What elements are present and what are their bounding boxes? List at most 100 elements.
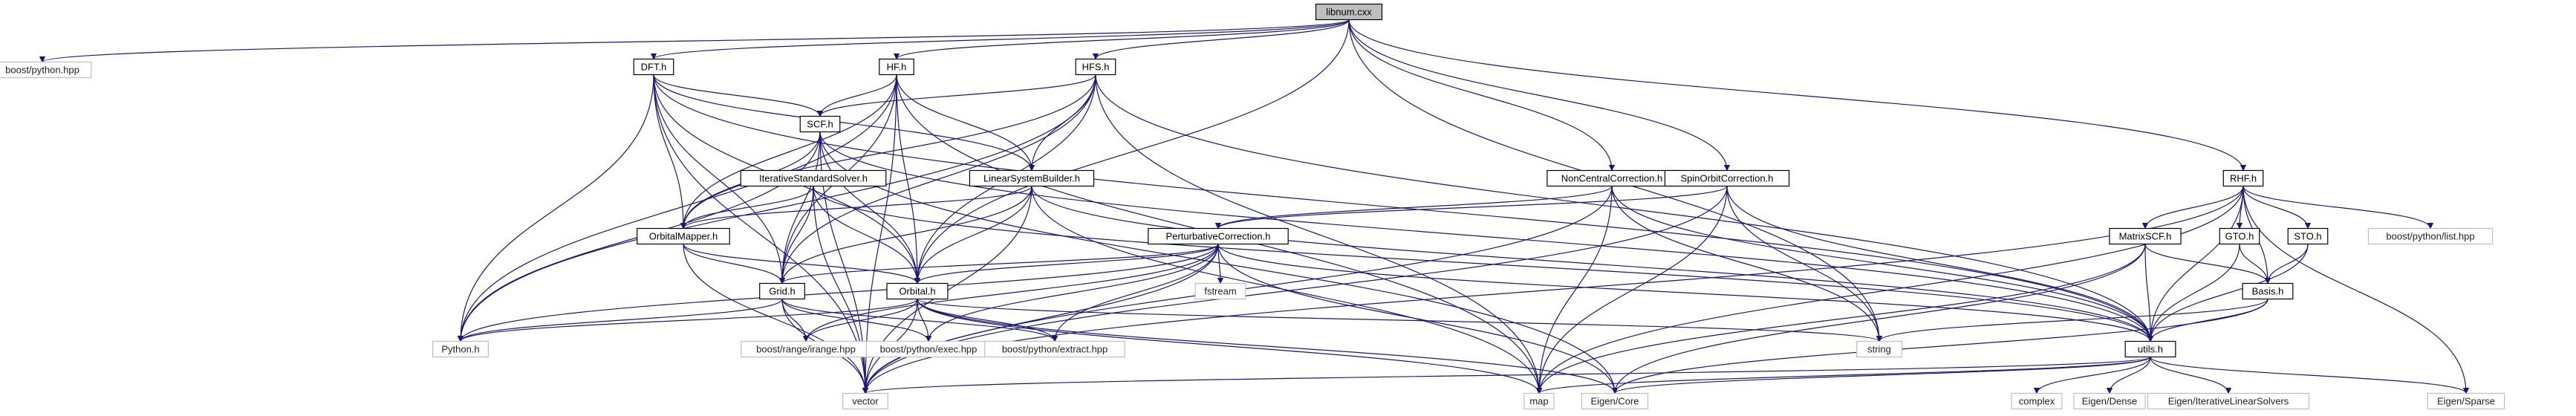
dependency-nodes: libnum.cxx boost/python.hpp DFT.h HF.h HFS.h… bbox=[0, 3, 2505, 410]
node-utils[interactable]: utils.h bbox=[2124, 340, 2176, 358]
edge-dft-to-orbmapper bbox=[653, 74, 687, 230]
node-label: HFS.h bbox=[1082, 61, 1110, 72]
node-box bbox=[969, 169, 1095, 187]
node-scf[interactable]: SCF.h bbox=[799, 115, 841, 133]
edge-spinorbit-to-pertcorr bbox=[1214, 185, 1728, 230]
node-box bbox=[2427, 392, 2505, 410]
node-complex: complex bbox=[2011, 392, 2063, 410]
edge-hfs-to-python bbox=[457, 74, 1096, 342]
edge-hf-to-scf bbox=[816, 74, 897, 117]
node-hf[interactable]: HF.h bbox=[879, 58, 914, 76]
node-box bbox=[842, 392, 888, 410]
edge-spinorbit-to-map bbox=[1535, 186, 1728, 394]
edge-utils-to-eigendense bbox=[2106, 357, 2151, 394]
edge-spinorbit-to-string bbox=[1726, 186, 1883, 342]
edge-pertcorr-to-rangehpp bbox=[802, 244, 1219, 342]
edge-scf-to-utils bbox=[819, 131, 2154, 342]
edge-matrixscf-to-utils bbox=[2144, 244, 2154, 342]
node-exechpp: boost/python/exec.hpp bbox=[865, 340, 992, 358]
node-box bbox=[2109, 227, 2182, 245]
node-gto[interactable]: GTO.h bbox=[2219, 227, 2260, 245]
node-noncentral[interactable]: NonCentralCorrection.h bbox=[1546, 169, 1677, 187]
node-label: fstream bbox=[1204, 285, 1236, 296]
node-box bbox=[2011, 392, 2063, 410]
edge-hf-to-lsb bbox=[896, 74, 1035, 172]
edge-pertcorr-to-vector bbox=[862, 244, 1219, 394]
edge-libnum-to-spinorbit bbox=[1348, 19, 1731, 172]
edge-iss-to-orbmapper bbox=[680, 186, 814, 230]
node-dft[interactable]: DFT.h bbox=[633, 58, 674, 76]
edge-rhf-to-utils bbox=[2147, 186, 2244, 342]
node-label: Eigen/Sparse bbox=[2437, 395, 2495, 406]
node-label: map bbox=[1529, 395, 1548, 406]
node-libnum[interactable]: libnum.cxx bbox=[1315, 3, 1383, 21]
node-extracthpp: boost/python/extract.hpp bbox=[984, 340, 1125, 358]
node-label: boost/python.hpp bbox=[5, 64, 79, 75]
node-eigensparse: Eigen/Sparse bbox=[2427, 392, 2505, 410]
node-box bbox=[2242, 282, 2294, 300]
node-box bbox=[2219, 227, 2260, 245]
node-vector: vector bbox=[842, 392, 888, 410]
node-hfs[interactable]: HFS.h bbox=[1075, 58, 1116, 76]
node-label: HF.h bbox=[887, 61, 907, 72]
edge-utils-to-eigeniter bbox=[2150, 357, 2232, 394]
node-spinorbit[interactable]: SpinOrbitCorrection.h bbox=[1664, 169, 1790, 187]
node-orbital[interactable]: Orbital.h bbox=[886, 282, 949, 300]
edge-utils-to-map bbox=[1536, 356, 2151, 394]
edge-lsb-to-utils bbox=[1031, 186, 2154, 342]
edge-hf-to-vector bbox=[862, 74, 897, 394]
edge-dft-to-python bbox=[457, 74, 654, 342]
node-orbmapper[interactable]: OrbitalMapper.h bbox=[637, 227, 730, 245]
node-box bbox=[740, 169, 887, 187]
edge-rhf-to-vector bbox=[862, 186, 2244, 394]
node-box bbox=[2147, 392, 2310, 410]
edge-matrixscf-to-basis bbox=[2144, 244, 2271, 285]
node-box bbox=[879, 58, 914, 76]
edge-hfs-to-orbmapper bbox=[680, 74, 1096, 230]
edge-utils-to-vector bbox=[862, 356, 2151, 394]
node-label: Basis.h bbox=[2252, 285, 2284, 296]
node-rhf[interactable]: RHF.h bbox=[2222, 169, 2264, 187]
node-label: Eigen/Dense bbox=[2082, 395, 2137, 406]
edge-libnum-to-hf bbox=[893, 19, 1350, 60]
node-string: string bbox=[1856, 340, 1902, 358]
node-grid[interactable]: Grid.h bbox=[759, 282, 805, 300]
node-sto[interactable]: STO.h bbox=[2287, 227, 2329, 245]
node-basis[interactable]: Basis.h bbox=[2242, 282, 2294, 300]
node-label: LinearSystemBuilder.h bbox=[983, 172, 1080, 183]
edge-libnum-to-boostpython bbox=[39, 19, 1350, 63]
node-matrixscf[interactable]: MatrixSCF.h bbox=[2109, 227, 2182, 245]
edge-grid-to-python bbox=[457, 299, 783, 342]
node-box bbox=[1581, 392, 1649, 410]
node-label: DFT.h bbox=[641, 61, 667, 72]
edge-iss-to-grid bbox=[778, 186, 814, 285]
edge-scf-to-grid bbox=[778, 131, 821, 285]
edge-dft-to-lsb bbox=[653, 74, 1035, 172]
edge-dft-to-vector bbox=[653, 74, 869, 394]
node-map: map bbox=[1523, 392, 1555, 410]
edge-lsb-to-grid bbox=[778, 186, 1032, 285]
edge-pertcorr-to-grid bbox=[778, 243, 1219, 285]
edge-grid-to-exechpp bbox=[781, 299, 932, 342]
node-box bbox=[1075, 58, 1116, 76]
node-box bbox=[1856, 340, 1902, 358]
edge-noncentral-to-string bbox=[1611, 186, 1883, 342]
edge-pertcorr-to-orbital bbox=[914, 244, 1219, 285]
edge-basis-to-string bbox=[1876, 299, 2268, 342]
edge-sto-to-basis bbox=[2264, 244, 2309, 285]
node-label: Python.h bbox=[441, 343, 479, 354]
node-box bbox=[1664, 169, 1790, 187]
edge-orbital-to-eigencore bbox=[917, 299, 1619, 394]
node-label: Grid.h bbox=[769, 285, 795, 296]
node-pertcorr[interactable]: PerturbativeCorrection.h bbox=[1148, 227, 1289, 245]
node-iss[interactable]: IterativeStandardSolver.h bbox=[740, 169, 887, 187]
node-box bbox=[2073, 392, 2146, 410]
node-box bbox=[984, 340, 1125, 358]
edge-orbmapper-to-orbital bbox=[683, 244, 921, 285]
node-label: PerturbativeCorrection.h bbox=[1166, 230, 1271, 241]
edge-pertcorr-to-eigencore bbox=[1217, 244, 1619, 394]
edge-hfs-to-grid bbox=[778, 74, 1096, 285]
node-lsb[interactable]: LinearSystemBuilder.h bbox=[969, 169, 1095, 187]
edge-iss-to-utils bbox=[813, 186, 2154, 342]
